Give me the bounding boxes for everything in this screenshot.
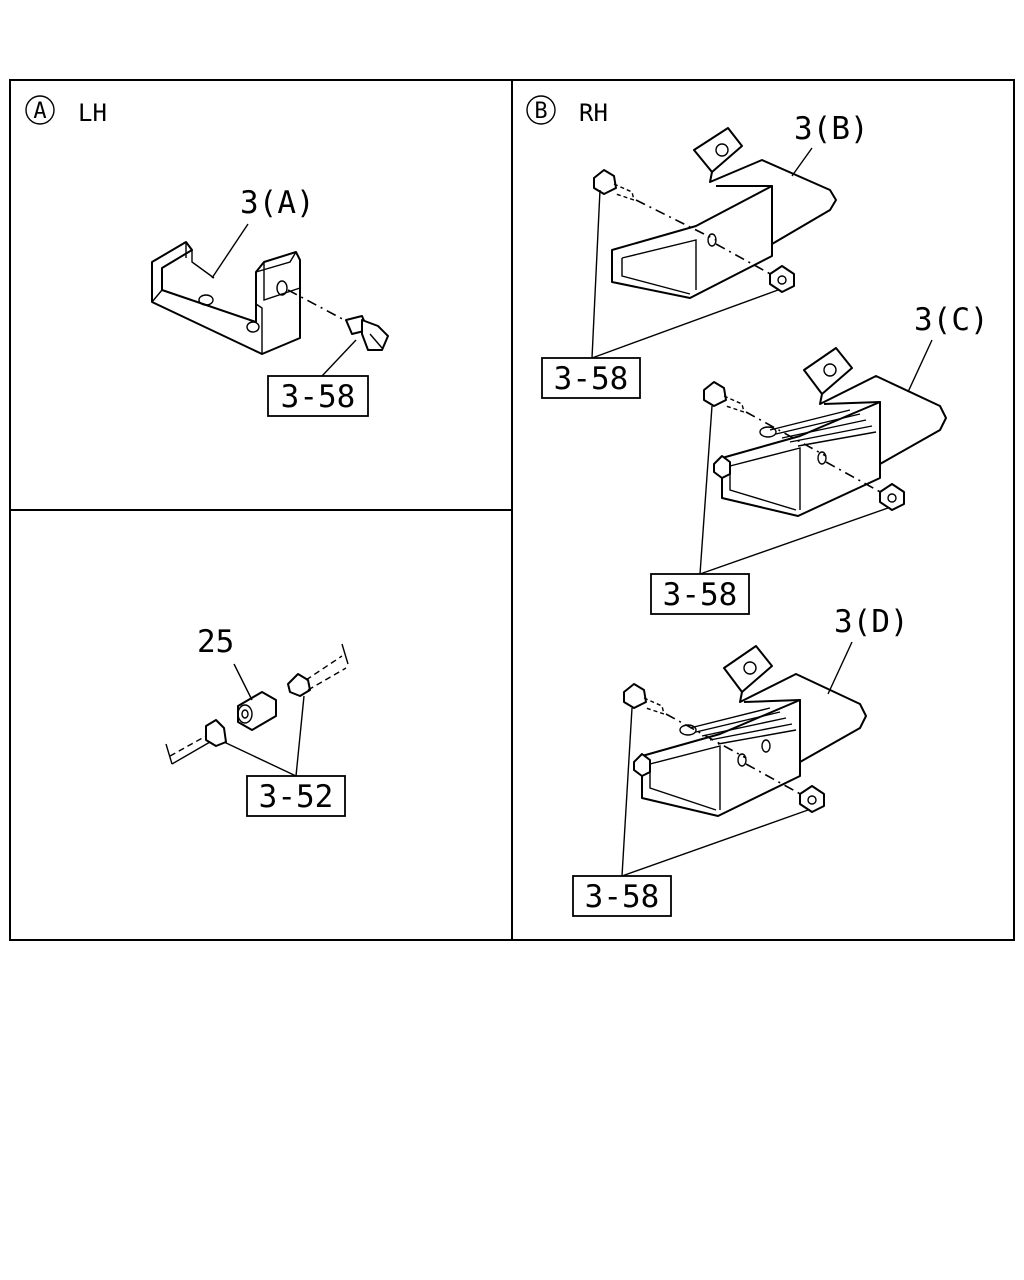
bracket-b-icon — [611, 127, 837, 299]
panel-a-lh: A LH 3(A) 3-58 — [25, 95, 389, 417]
leader-line-3d — [827, 641, 853, 695]
svg-text:3-58: 3-58 — [585, 879, 660, 915]
svg-text:3-58: 3-58 — [663, 577, 738, 613]
spacer-collar-icon — [237, 691, 277, 731]
ref-box-3-58-c[interactable]: 3-58 — [650, 573, 750, 615]
leader-line-3c — [907, 339, 933, 393]
leader-line-3-58-b1 — [591, 189, 601, 359]
stud-bolt-icon — [165, 719, 227, 765]
ref-box-3-58-d[interactable]: 3-58 — [572, 875, 672, 917]
leader-line-3-58-b2 — [591, 289, 779, 359]
ref-box-3-52[interactable]: 3-52 — [246, 775, 346, 817]
leader-line-3-58-c1 — [699, 405, 713, 575]
leader-line-25 — [233, 663, 253, 701]
leader-line-3-58-a — [321, 339, 357, 377]
leader-line-3-52-left — [223, 741, 297, 777]
diagram-frame — [9, 79, 1015, 941]
flange-nut-icon — [825, 461, 905, 511]
stud-bolt-icon — [287, 643, 349, 697]
leader-line-3-58-c2 — [699, 507, 889, 575]
flange-bolt-icon — [593, 169, 717, 241]
flange-bolt-icon — [623, 683, 747, 759]
ref-box-3-58-b[interactable]: 3-58 — [541, 357, 641, 399]
stud-bolt-icon — [713, 455, 731, 479]
circled-b-icon: B — [526, 95, 556, 125]
panel-a-title: LH — [78, 99, 107, 127]
panel-a-marker: A — [33, 99, 46, 124]
svg-text:3-58: 3-58 — [281, 379, 356, 415]
flange-nut-icon — [745, 763, 825, 813]
leader-line-3a — [211, 223, 249, 279]
panel-b-marker: B — [534, 99, 547, 124]
part-label-3d: 3(D) — [834, 604, 909, 640]
bracket-c-icon — [721, 347, 947, 517]
panel-lower-left: 25 3-52 — [165, 624, 349, 817]
leader-line-3-58-d2 — [621, 809, 809, 877]
panel-b-rh: B RH 3(B) 3-58 — [526, 95, 989, 917]
part-label-3c: 3(C) — [914, 302, 989, 338]
bracket-d-icon — [641, 645, 867, 817]
bracket-a-icon — [151, 241, 301, 355]
leader-line-3-58-d1 — [621, 707, 633, 877]
leader-line-3-52-right — [295, 695, 305, 777]
circled-a-icon: A — [25, 95, 55, 125]
part-label-3b: 3(B) — [794, 111, 869, 147]
flange-bolt-icon — [287, 289, 389, 351]
ref-box-3-58-a[interactable]: 3-58 — [267, 375, 369, 417]
leader-line-3b — [791, 147, 813, 177]
svg-text:3-58: 3-58 — [554, 361, 629, 397]
panel-b-title: RH — [579, 99, 608, 127]
part-label-25: 25 — [197, 624, 234, 660]
flange-bolt-icon — [703, 381, 827, 457]
flange-nut-icon — [715, 243, 795, 293]
stud-bolt-icon — [633, 753, 651, 777]
svg-text:3-52: 3-52 — [259, 779, 334, 815]
part-label-3a: 3(A) — [240, 185, 315, 221]
